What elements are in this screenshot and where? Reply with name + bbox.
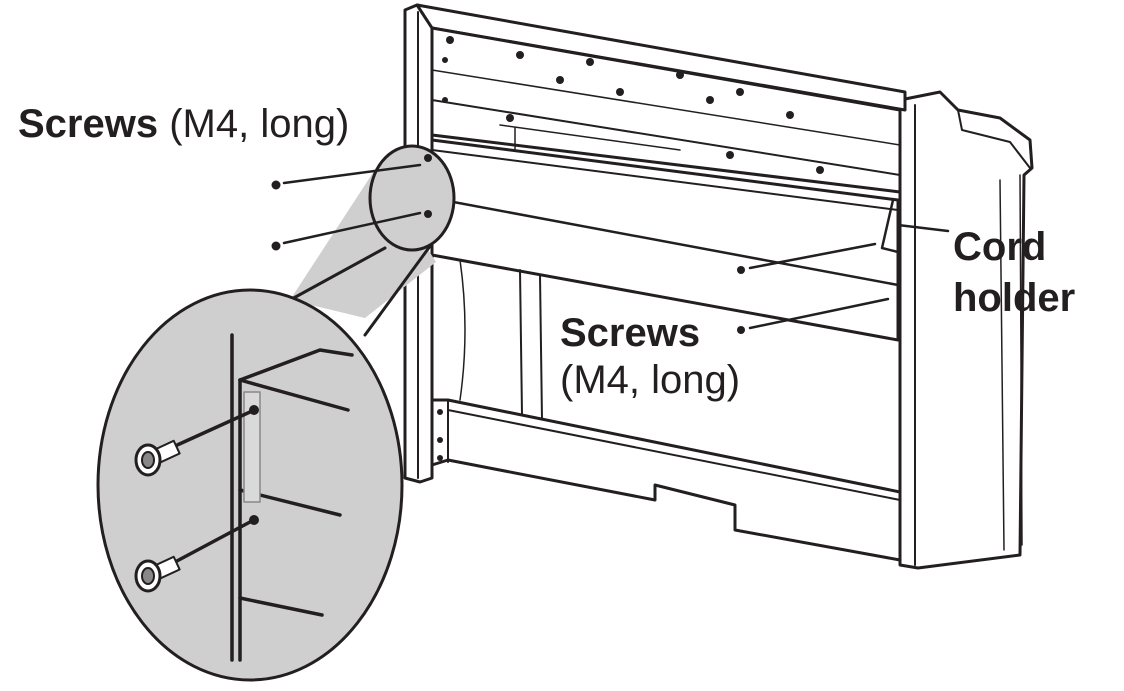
screws-name: Screws	[560, 311, 701, 355]
screws-label-top: Screws (M4, long)	[18, 102, 349, 146]
top-back-board	[415, 3, 907, 211]
screws-spec: (M4, long)	[560, 358, 741, 402]
leg-interior	[459, 259, 543, 421]
screws-spec: (M4, long)	[169, 102, 350, 146]
top-screw-leaders	[271, 163, 422, 251]
right-side-panel	[898, 90, 1034, 570]
cord-holder-wire	[880, 198, 950, 254]
screws-name: Screws	[18, 102, 159, 146]
bottom-board	[430, 398, 902, 562]
middle-back-board	[430, 138, 900, 342]
screw-icon	[134, 555, 181, 593]
cord-holder-label: Cord holder	[953, 222, 1075, 324]
middle-screw-leaders	[748, 242, 890, 330]
cord-holder-line2: holder	[953, 276, 1076, 320]
magnifier-callout	[96, 144, 456, 682]
screw-icon	[134, 439, 181, 477]
cord-holder-line1: Cord	[953, 225, 1047, 269]
screws-label-middle: Screws (M4, long)	[560, 311, 740, 402]
